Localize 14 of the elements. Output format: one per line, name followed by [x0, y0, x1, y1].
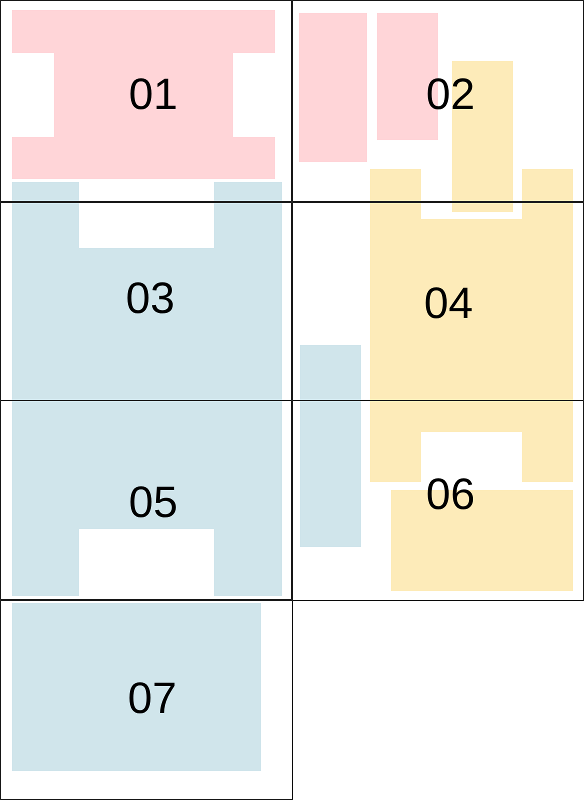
zone-label: 02 [426, 73, 475, 118]
zone-label: 03 [126, 277, 175, 321]
grid-cell [0, 599, 292, 800]
grid-cell [291, 201, 584, 401]
zone-label: 06 [426, 473, 475, 517]
zone-label: 01 [128, 73, 178, 118]
zone-label: 04 [424, 282, 473, 326]
grid-cell [291, 400, 584, 600]
zone-label: 05 [128, 481, 178, 525]
zone-label: 07 [128, 676, 177, 720]
grid-cell [0, 400, 292, 600]
grid-cell [0, 0, 292, 202]
grid-cell [0, 201, 292, 401]
grid-cell [291, 0, 584, 202]
